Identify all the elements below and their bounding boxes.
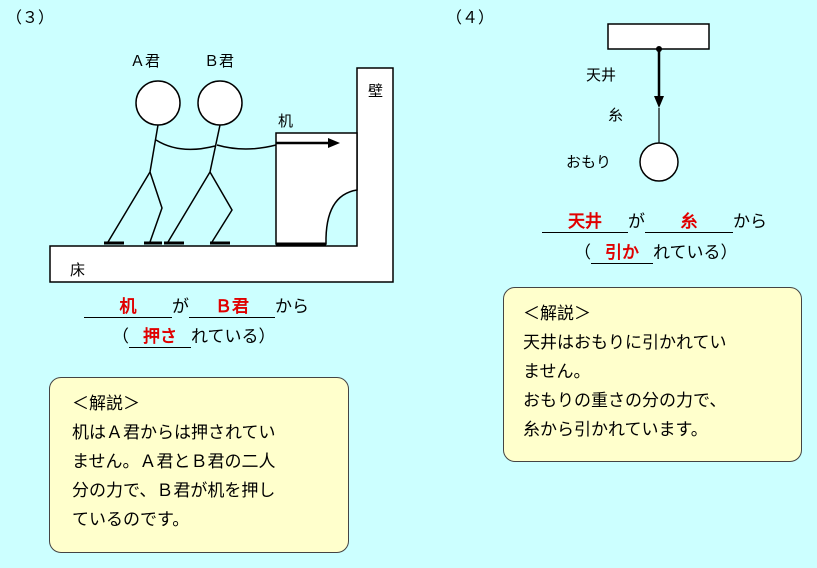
explanation-line: 天井はおもりに引かれてい xyxy=(523,333,727,353)
ceiling-shape xyxy=(607,23,710,50)
problem-3-answer-line2: （押されている） xyxy=(112,322,276,348)
problem-4-explanation-box: ＜解説＞ 天井はおもりに引かれてい ません。 おもりの重さの分の力で、 糸から引… xyxy=(503,287,802,462)
label-floor: 床 xyxy=(70,261,86,279)
explanation-line: 机はＡ君からは押されてい xyxy=(72,423,276,443)
string-tension-arrow xyxy=(654,46,664,143)
answer-blank-string: 糸 xyxy=(645,207,733,233)
answer-open-paren: （ xyxy=(112,327,129,347)
desk-shape xyxy=(275,132,358,246)
explanation-line: おもりの重さの分の力で、 xyxy=(523,391,727,411)
answer-blank-pulled: 引か xyxy=(591,238,653,264)
explanation-line: ません。 xyxy=(523,362,591,382)
answer-particle-ga: が xyxy=(172,297,189,317)
label-wall: 壁 xyxy=(368,82,384,100)
label-ceiling: 天井 xyxy=(586,66,617,84)
answer-particle-ga: が xyxy=(628,212,645,232)
label-weight: おもり xyxy=(566,153,612,171)
answer-blank-person-b: Ｂ君 xyxy=(189,292,275,318)
explanation-line: 糸から引かれています。 xyxy=(523,420,708,440)
explanation-line: 分の力で、Ｂ君が机を押し xyxy=(72,481,276,501)
problem-4-answer-line2: （引かれている） xyxy=(574,238,738,264)
person-a-figure xyxy=(104,80,216,245)
floor-and-wall xyxy=(49,67,394,283)
label-desk: 机 xyxy=(278,112,294,130)
explanation-line: ているのです。 xyxy=(72,510,190,530)
label-person-a: Ａ君 xyxy=(130,52,161,70)
problem-4-number: （４） xyxy=(446,8,495,27)
weight-ball xyxy=(639,142,679,182)
answer-particle-kara: から xyxy=(733,212,767,232)
push-force-arrow xyxy=(276,138,340,148)
explanation-line: ません。Ａ君とＢ君の二人 xyxy=(72,452,276,472)
answer-suffix: れている） xyxy=(191,327,276,347)
explanation-title: ＜解説＞ xyxy=(523,304,591,324)
person-b-figure xyxy=(164,80,277,245)
answer-blank-ceiling: 天井 xyxy=(542,207,628,233)
answer-open-paren: （ xyxy=(574,243,591,263)
label-person-b: Ｂ君 xyxy=(204,52,235,70)
answer-particle-kara: から xyxy=(275,297,309,317)
problem-4-answer-line1: 天井が糸から xyxy=(542,207,767,233)
problem-3-explanation-box: ＜解説＞ 机はＡ君からは押されてい ません。Ａ君とＢ君の二人 分の力で、Ｂ君が机… xyxy=(49,377,349,553)
answer-blank-pushed: 押さ xyxy=(129,322,191,348)
explanation-title: ＜解説＞ xyxy=(72,394,140,414)
problem-3-number: （３） xyxy=(6,8,55,27)
label-string: 糸 xyxy=(608,106,624,124)
answer-blank-desk: 机 xyxy=(84,292,172,318)
answer-suffix: れている） xyxy=(653,243,738,263)
